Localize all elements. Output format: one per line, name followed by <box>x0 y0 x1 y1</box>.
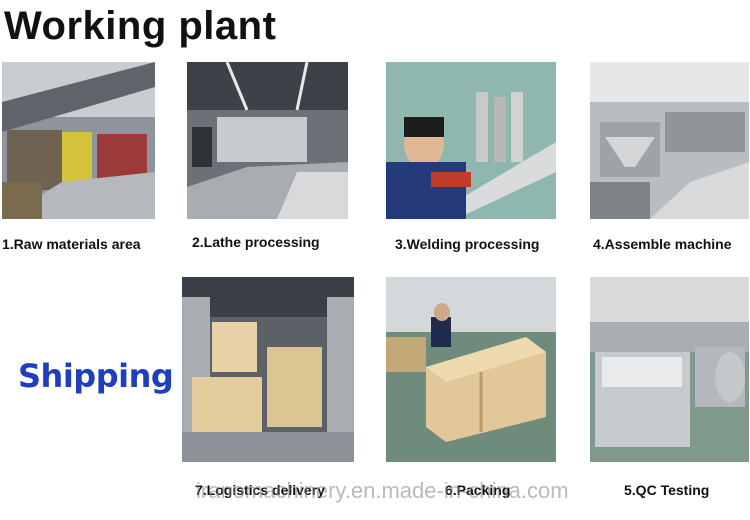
photo-welding-processing <box>386 62 556 219</box>
caption-lathe-processing: 2.Lathe processing <box>192 234 320 250</box>
photo-lathe-processing <box>187 62 348 219</box>
caption-raw-materials-area: 1.Raw materials area <box>2 236 141 252</box>
page-title: Working plant <box>4 4 277 48</box>
photo-assemble-machine <box>590 62 749 219</box>
shipping-label: Shipping <box>18 357 174 395</box>
caption-logistics-delivery: 7.Logistics delivery <box>195 482 325 498</box>
caption-packing: 6.Packing <box>445 482 511 498</box>
photo-packing <box>386 277 556 462</box>
caption-qc-testing: 5.QC Testing <box>624 482 710 498</box>
caption-welding-processing: 3.Welding processing <box>395 236 540 252</box>
watermark: iranomachinery.en.made-in-china.com <box>196 478 569 503</box>
caption-assemble-machine: 4.Assemble machine <box>593 236 732 252</box>
photo-qc-testing <box>590 277 749 462</box>
photo-logistics-delivery <box>182 277 354 462</box>
photo-raw-materials-area <box>2 62 155 219</box>
